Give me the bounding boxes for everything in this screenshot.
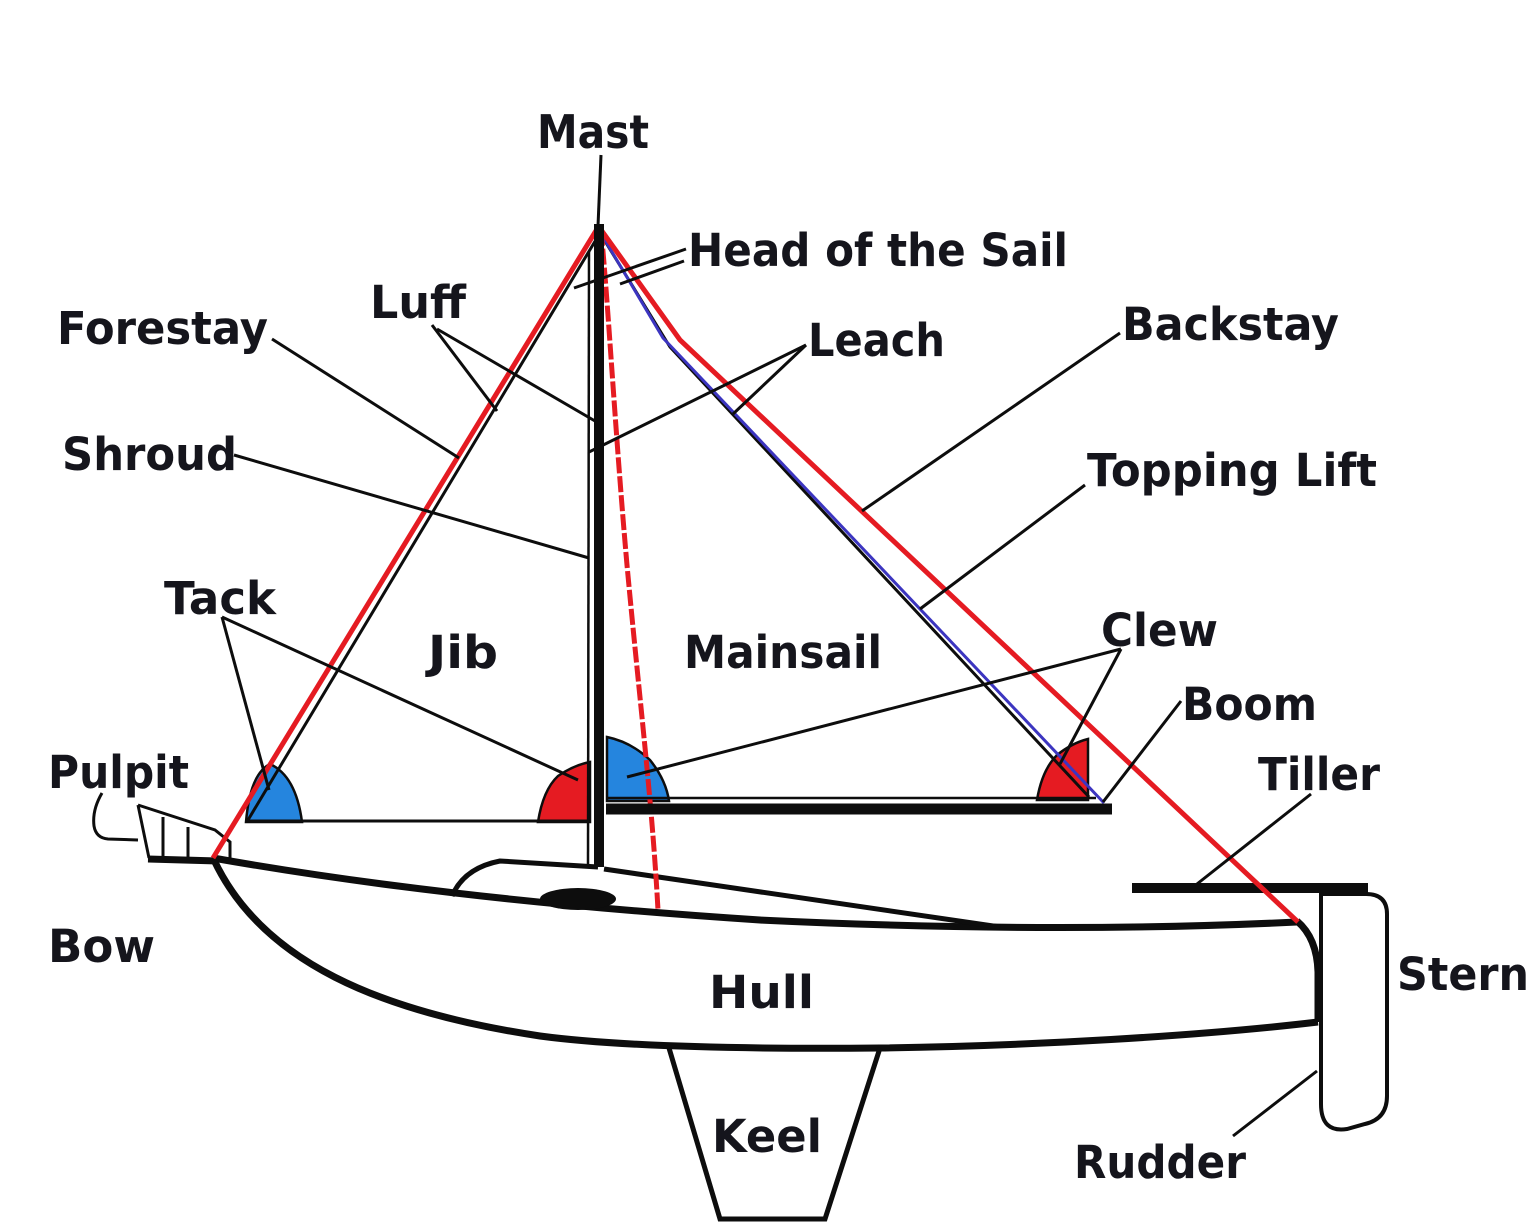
- label-backstay: Backstay: [1122, 298, 1339, 351]
- clew-pointer-main: [1058, 648, 1123, 765]
- label-boom: Boom: [1182, 678, 1317, 731]
- rig-group: [210, 224, 1300, 924]
- backstay-pointer: [861, 331, 1121, 513]
- leach-pointer-jib: [588, 343, 807, 454]
- label-tack: Tack: [164, 572, 277, 625]
- label-luff: Luff: [370, 276, 467, 329]
- forestay-line: [210, 227, 600, 860]
- label-stern: Stern: [1397, 948, 1529, 1001]
- label-tiller: Tiller: [1258, 748, 1381, 801]
- label-keel: Keel: [712, 1110, 822, 1163]
- rudder-pointer: [1232, 1069, 1318, 1138]
- label-forestay: Forestay: [57, 302, 268, 355]
- leach-pointer-main: [731, 343, 808, 416]
- pulpit-rails: [136, 803, 232, 859]
- hull-bottom-line: [210, 858, 1319, 1052]
- label-leach: Leach: [808, 314, 945, 367]
- luff-pointer-main: [436, 327, 596, 423]
- label-rudder: Rudder: [1074, 1136, 1247, 1189]
- bow-deck-bar: [147, 855, 219, 865]
- tack-pointer-jib: [220, 616, 271, 791]
- jib-luff-line: [246, 237, 599, 821]
- label-group: Mast Head of the Sail Luff Forestay Leac…: [48, 105, 1529, 1189]
- tiller-pointer: [1196, 792, 1312, 886]
- label-pulpit: Pulpit: [48, 746, 189, 799]
- topping-lift-line: [597, 229, 1106, 805]
- hull-group: [136, 803, 1389, 1222]
- label-clew: Clew: [1101, 604, 1218, 657]
- head-pointer-jib: [573, 247, 687, 290]
- topping-lift-pointer: [919, 483, 1086, 611]
- label-hull: Hull: [709, 966, 814, 1019]
- label-mainsail: Mainsail: [684, 626, 882, 679]
- label-jib: Jib: [425, 626, 498, 679]
- luff-pointer-jib: [430, 324, 499, 412]
- head-pointer-main: [619, 259, 685, 286]
- transom-line: [1294, 918, 1322, 1022]
- boom-pointer: [1101, 700, 1183, 803]
- mainsail-tack-marker: [536, 760, 592, 824]
- label-bow: Bow: [48, 920, 155, 973]
- label-head-of-sail: Head of the Sail: [688, 224, 1068, 277]
- shroud-pointer: [233, 453, 590, 560]
- forestay-pointer: [271, 337, 460, 460]
- label-topping-lift: Topping Lift: [1087, 444, 1377, 497]
- mast-pointer: [596, 154, 603, 227]
- cockpit-coaming-line: [603, 866, 1001, 930]
- backstay-line: [596, 225, 1300, 924]
- deck-sheer-line: [212, 854, 1298, 932]
- jib-clew-marker: [605, 735, 671, 803]
- label-shroud: Shroud: [62, 428, 237, 481]
- cabin-window: [540, 888, 616, 910]
- tack-pointer-main: [221, 615, 579, 782]
- keel-outline: [666, 1047, 883, 1222]
- clew-pointer-jib: [626, 647, 1122, 779]
- rudder-outline: [1319, 892, 1389, 1132]
- pulpit-pointer: [92, 792, 139, 842]
- label-mast: Mast: [537, 105, 649, 159]
- cabin-roof-line: [449, 858, 599, 898]
- pointer-group: [92, 154, 1318, 1138]
